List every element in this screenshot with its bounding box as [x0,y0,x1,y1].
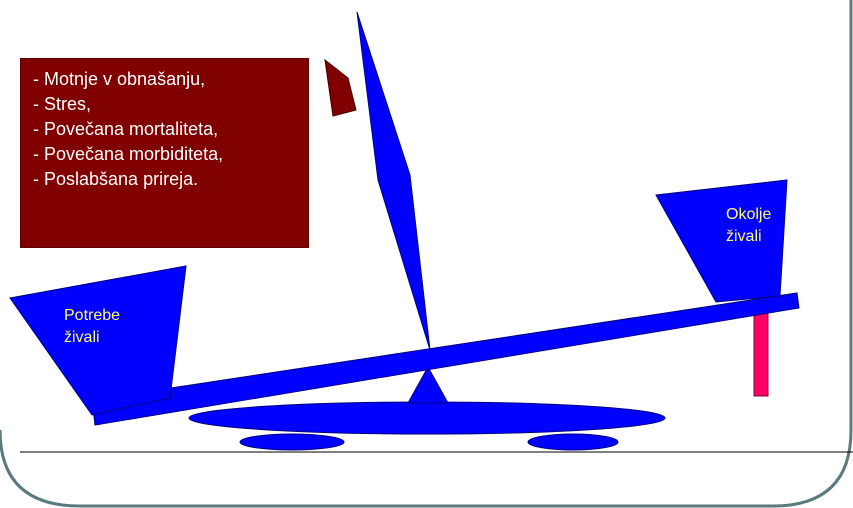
left-pan-label: Potrebe živali [64,305,120,349]
effects-box: - Motnje v obnašanju, - Stres, - Povečan… [20,58,309,248]
effect-item: - Povečana morbiditeta, [33,142,308,167]
right-pan-label-line1: Okolje [726,204,771,226]
wheel-left [240,434,344,450]
base-platform [189,402,665,434]
left-pan-label-line1: Potrebe [64,305,120,327]
effect-item: - Motnje v obnašanju, [33,67,308,92]
wheel-right [528,434,618,450]
effect-item: - Poslabšana prireja. [33,167,308,192]
right-pan-label-line2: živali [726,226,771,248]
effect-item: - Stres, [33,92,308,117]
pointer-needle [357,12,430,350]
left-pan-label-line2: živali [64,327,120,349]
effect-item: - Povečana mortaliteta, [33,117,308,142]
support-post [754,310,768,396]
right-pan-label: Okolje živali [726,204,771,248]
arrow-marker [325,60,356,116]
